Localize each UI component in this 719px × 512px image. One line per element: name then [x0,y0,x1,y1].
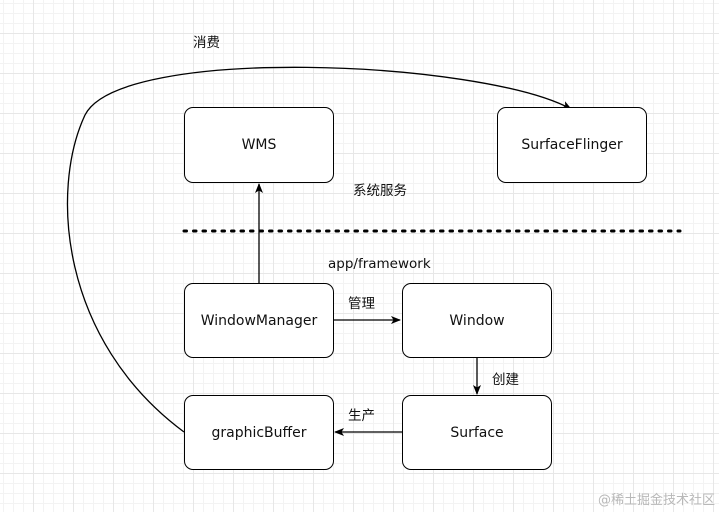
surfaceflinger-node: SurfaceFlinger [497,107,647,183]
manage-label: 管理 [348,296,375,312]
consume-edge [66,66,572,433]
wms-label: WMS [241,137,277,153]
surfaceflinger-label: SurfaceFlinger [521,137,623,153]
surface-node: Surface [402,395,552,470]
wms-node: WMS [184,107,334,183]
windowmanager-label: WindowManager [200,312,318,329]
watermark: @稀土掘金技术社区 [597,493,715,508]
window-label: Window [449,312,505,329]
produce-label: 生产 [348,408,375,424]
create-label: 创建 [492,372,519,388]
system-services-label: 系统服务 [353,183,407,199]
graphicbuffer-label: graphicBuffer [211,424,307,441]
graphicbuffer-node: graphicBuffer [184,395,334,470]
consume-label: 消费 [193,35,220,51]
windowmanager-node: WindowManager [184,283,334,358]
window-node: Window [402,283,552,358]
app-framework-label: app/framework [328,256,431,272]
surface-label: Surface [450,424,504,441]
